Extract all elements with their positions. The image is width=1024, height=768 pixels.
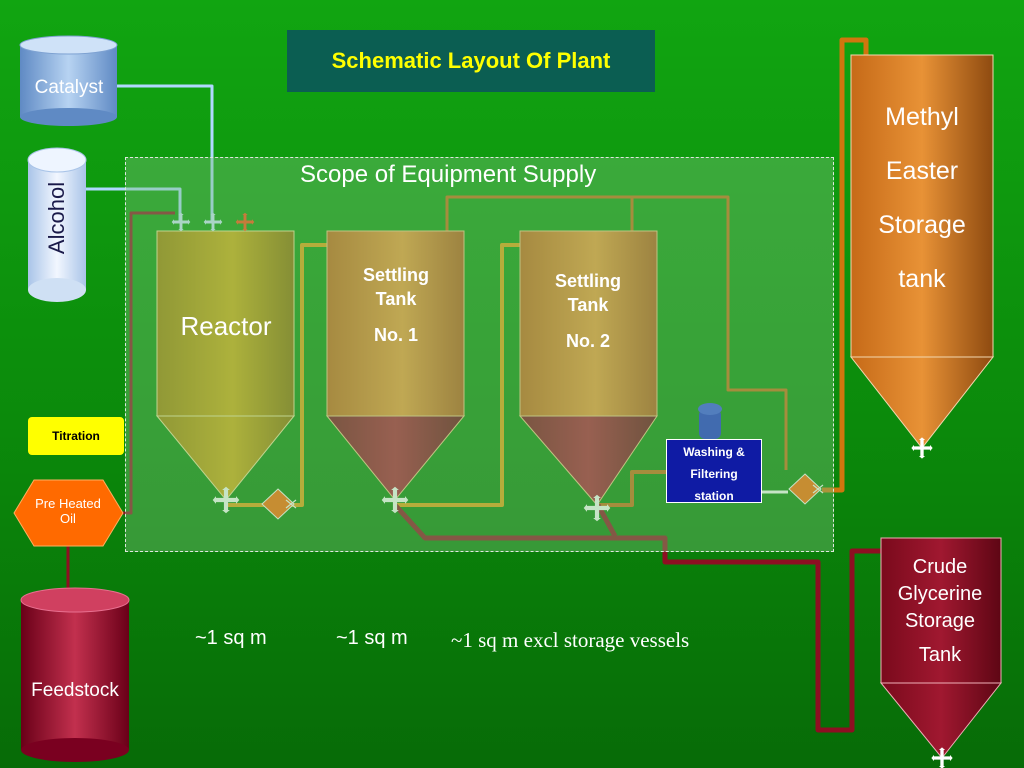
catalyst-tank-body xyxy=(20,45,117,117)
settling-2-area-note: ~1 sq m excl storage vessels xyxy=(451,628,690,652)
washing-pump-motor xyxy=(699,409,721,439)
settling-tank-2-body xyxy=(519,230,658,417)
settling-tank-1-body xyxy=(326,230,465,417)
glycerine-storage-body xyxy=(880,537,1002,684)
glycerine-pipe-2 xyxy=(595,503,618,538)
methyl-outlet-connector xyxy=(911,437,933,459)
alcohol-label: Alcohol xyxy=(44,181,69,255)
settling-tank-2-cone xyxy=(518,415,658,506)
methyl-storage-body xyxy=(850,54,994,358)
page-title: Schematic Layout Of Plant xyxy=(287,30,655,92)
alcohol-tank-body xyxy=(28,160,86,290)
settling-2-outlet-connector xyxy=(583,494,611,522)
feedstock-label: Feedstock xyxy=(31,680,119,701)
to-methyl-storage-pipe xyxy=(822,37,869,493)
alcohol-tank-bottom xyxy=(28,278,86,302)
alcohol-tank-top xyxy=(27,147,87,173)
washing-pump-cap xyxy=(698,403,722,415)
feedstock-tank-top xyxy=(20,587,130,613)
settling-1-to-settling-2-pipe xyxy=(395,243,526,507)
catalyst-inlet-connector xyxy=(171,212,191,232)
recycle-loop-pipe xyxy=(445,195,788,470)
valve-1 xyxy=(261,488,295,520)
oil-inlet-connector xyxy=(235,212,255,232)
alcohol-inlet-connector xyxy=(203,212,223,232)
washing-filtering-station: Washing & Filtering station xyxy=(666,439,762,503)
settling-area-note: ~1 sq m xyxy=(336,627,408,649)
preheated-oil-hexagon xyxy=(13,479,124,547)
alcohol-feed-pipe xyxy=(83,187,182,222)
scope-label: Scope of Equipment Supply xyxy=(300,161,597,188)
settling-2-to-washing-pipe xyxy=(598,470,668,507)
catalyst-tank-top xyxy=(19,35,118,55)
feedstock-tank-body xyxy=(21,600,129,750)
catalyst-label: Catalyst xyxy=(34,77,104,98)
valve-2 xyxy=(788,473,822,505)
glycerine-storage-cone xyxy=(879,682,1003,759)
glycerine-pipe-1 xyxy=(393,503,882,733)
reactor-cone xyxy=(155,415,296,501)
methyl-storage-cone xyxy=(849,356,995,449)
reactor-label: Reactor xyxy=(180,311,272,341)
settling-1-outlet-connector xyxy=(381,486,409,514)
reactor-outlet-connector xyxy=(212,486,240,514)
reactor-area-note: ~1 sq m xyxy=(195,627,267,649)
glycerine-outlet-connector xyxy=(931,747,953,768)
catalyst-feed-pipe xyxy=(113,84,214,222)
feedstock-tank-bottom xyxy=(21,738,129,762)
settling-tank-1-cone xyxy=(325,415,466,501)
titration-button[interactable]: Titration xyxy=(28,417,124,455)
valve-2-mark xyxy=(812,484,824,494)
valve-1-mark xyxy=(285,499,297,509)
reactor-body xyxy=(156,230,295,417)
catalyst-tank-bottom xyxy=(20,108,117,126)
